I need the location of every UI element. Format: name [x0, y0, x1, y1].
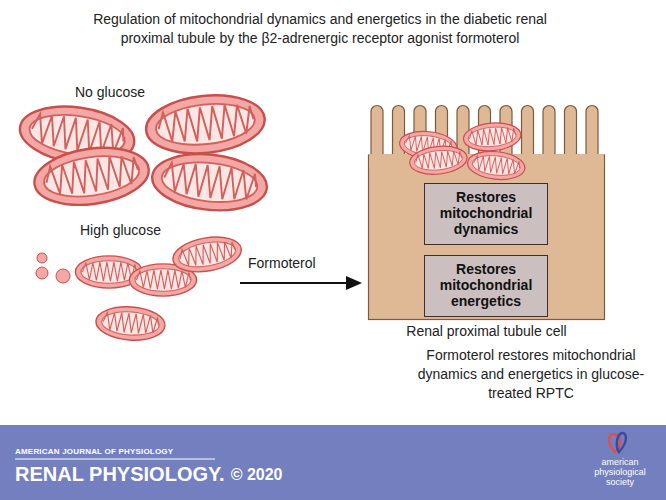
fragment	[36, 267, 48, 279]
box-text: Restores mitochondrial dynamics	[431, 189, 541, 237]
society-name: american physiological society	[591, 457, 649, 487]
rule	[15, 459, 215, 460]
fragment	[37, 253, 47, 263]
caption: Formoterol restores mitochondrial dynami…	[396, 346, 666, 403]
mitochondrion	[95, 305, 166, 343]
condition-label: High glucose	[80, 222, 161, 238]
fragment	[56, 269, 70, 283]
cell: Renal proximal tubule cellRestores mitoc…	[368, 105, 605, 320]
mitochondrion	[149, 149, 269, 216]
condition-label: No glucose	[75, 84, 145, 100]
journal-title: RENAL PHYSIOLOGY.	[15, 463, 225, 486]
mitochondrion	[31, 141, 153, 212]
logo-mark	[617, 433, 626, 452]
year: © 2020	[231, 466, 283, 484]
process-box: Restores mitochondrial dynamics	[424, 183, 548, 245]
process-box: Restores mitochondrial energetics	[424, 255, 548, 317]
arrow-label: Formoterol	[248, 255, 316, 271]
arrow-line	[240, 282, 350, 284]
mitochondrion	[170, 232, 244, 277]
journal-name: AMERICAN JOURNAL OF PHYSIOLOGY	[15, 447, 173, 456]
box-text: Restores mitochondrial energetics	[431, 261, 541, 309]
mitochondrion	[408, 144, 468, 177]
footer-band	[0, 425, 666, 500]
mitochondrion	[143, 90, 267, 159]
mitochondrion	[462, 121, 522, 154]
mitochondrion	[466, 149, 526, 182]
cell-label: Renal proximal tubule cell	[348, 323, 625, 339]
title: Regulation of mitochondrial dynamics and…	[70, 10, 570, 48]
arrow-head	[346, 276, 362, 290]
